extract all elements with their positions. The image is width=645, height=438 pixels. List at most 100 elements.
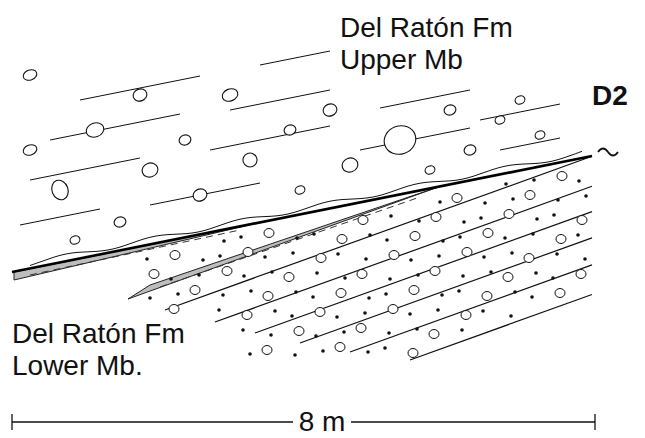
pebble: [409, 286, 419, 295]
sand-dot: [483, 201, 487, 205]
pebble: [525, 191, 535, 200]
pebble: [190, 286, 200, 295]
sand-dot: [504, 182, 508, 186]
unit-label: Del Ratón Fm Upper Mb: [340, 12, 555, 76]
pebble: [482, 292, 492, 301]
sand-dot: [263, 255, 267, 259]
sand-dot: [176, 292, 180, 296]
sand-dot: [416, 273, 420, 277]
scale-tick: [594, 414, 595, 430]
pebble: [264, 229, 274, 238]
sand-dot: [201, 258, 205, 262]
sand-dot: [343, 276, 347, 280]
sand-dot: [311, 295, 315, 299]
sand-dot: [441, 239, 445, 243]
sand-dot: [248, 352, 252, 356]
sand-dot: [222, 239, 226, 243]
pebble: [358, 216, 368, 225]
pebble: [263, 292, 273, 301]
sand-dot: [513, 290, 517, 294]
cross-strata: [20, 209, 100, 225]
sand-dot: [436, 308, 440, 312]
cross-strata: [30, 158, 140, 180]
clast: [294, 185, 306, 196]
clast: [340, 156, 360, 175]
sand-dot: [242, 274, 246, 278]
sand-dot: [534, 271, 538, 275]
pebble: [356, 324, 366, 333]
sand-dot: [457, 289, 461, 293]
cross-strata: [150, 183, 260, 205]
sand-dot: [273, 309, 277, 313]
scale-tick: [11, 414, 12, 430]
sand-dot: [460, 328, 464, 332]
sand-dot: [145, 257, 149, 261]
sand-dot: [503, 236, 507, 240]
clast: [534, 130, 546, 141]
cross-strata: [500, 138, 560, 150]
sand-dot: [384, 292, 388, 296]
sand-dot: [291, 251, 295, 255]
sand-dot: [481, 309, 485, 313]
sand-dot: [387, 331, 391, 335]
sand-dot: [532, 178, 536, 182]
clast: [178, 133, 193, 147]
sand-dot: [388, 277, 392, 281]
sand-dot: [530, 295, 534, 299]
sand-dot: [385, 238, 389, 242]
pebble: [557, 172, 567, 181]
cross-strata: [480, 104, 560, 120]
bedding-line: [255, 212, 592, 333]
sand-dot: [510, 251, 514, 255]
sand-dot: [552, 213, 556, 217]
sand-dot: [462, 220, 466, 224]
cross-strata: [260, 51, 330, 65]
pebble: [335, 343, 345, 352]
sand-dot: [489, 270, 493, 274]
lamination: [160, 197, 420, 287]
sand-dot: [555, 252, 559, 256]
sand-dot: [293, 353, 297, 357]
pebble: [483, 229, 493, 238]
sand-dot: [218, 254, 222, 258]
pebble: [357, 270, 367, 279]
sand-dot: [584, 194, 588, 198]
pebble: [337, 235, 347, 244]
bedding-line: [350, 265, 592, 352]
clast: [514, 95, 526, 106]
pebble: [430, 267, 440, 276]
pebble: [336, 289, 346, 298]
pebble: [242, 311, 252, 320]
sand-dot: [312, 232, 316, 236]
sand-dot: [511, 197, 515, 201]
sand-dot: [342, 330, 346, 334]
clast: [241, 151, 259, 169]
sand-dot: [408, 312, 412, 316]
pebble: [388, 305, 398, 314]
sand-dot: [417, 219, 421, 223]
sand-dot: [583, 257, 587, 261]
sand-dot: [440, 293, 444, 297]
pebble: [222, 267, 232, 276]
clast: [380, 121, 420, 158]
clast: [22, 68, 39, 82]
pebble: [462, 248, 472, 257]
pebble: [577, 216, 587, 225]
erosive-base: [30, 151, 582, 265]
sand-dot: [366, 350, 370, 354]
pebble: [408, 349, 418, 358]
clast: [84, 120, 106, 139]
clast: [113, 215, 128, 229]
sand-dot: [415, 327, 419, 331]
clast: [494, 115, 506, 126]
clast: [191, 187, 208, 203]
pebble: [429, 330, 439, 339]
clast: [321, 102, 338, 118]
shale-bed: [128, 186, 440, 299]
pebble: [410, 232, 420, 241]
pebble: [504, 210, 514, 219]
pebble: [316, 254, 326, 263]
sand-dot: [535, 217, 539, 221]
sand-dot: [217, 308, 221, 312]
pebble: [294, 327, 304, 336]
